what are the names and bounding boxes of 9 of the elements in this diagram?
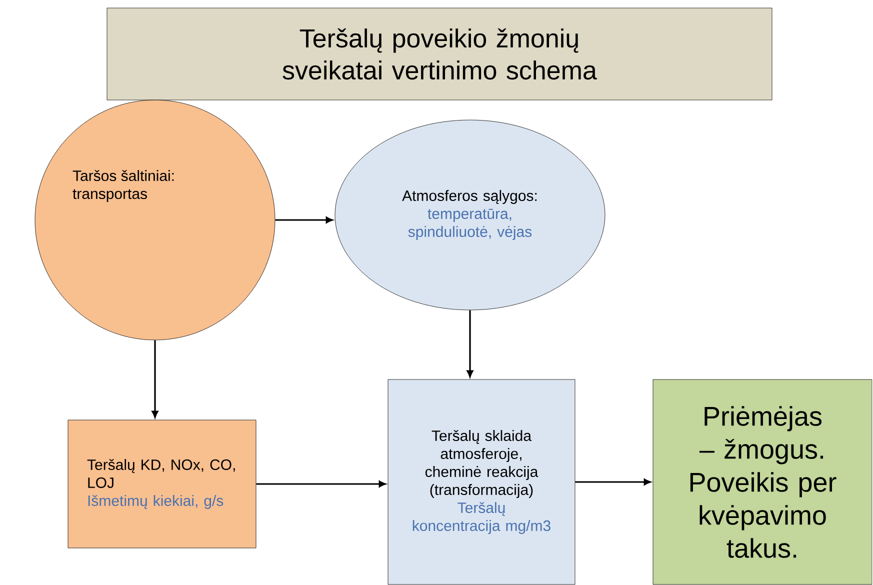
arrow xyxy=(256,480,386,488)
arrow xyxy=(466,310,474,378)
arrow xyxy=(152,340,158,418)
dispersion-box: Teršalų sklaida atmosferoje, cheminė reakcija (transformacija) Teršalų koncentracija mg/m3 xyxy=(388,379,576,585)
arrow xyxy=(575,478,651,486)
receptor-box: Priėmėjas – žmogus. Poveikis per kvėpavimo takus. xyxy=(652,379,872,585)
title-box: Teršalų poveikio žmonių sveikatai vertinimo schema xyxy=(106,8,772,100)
arrow xyxy=(275,216,333,224)
emissions-box: Teršalų KD, NOx, CO, LOJ Išmetimų kiekiai, g/s xyxy=(68,420,256,548)
